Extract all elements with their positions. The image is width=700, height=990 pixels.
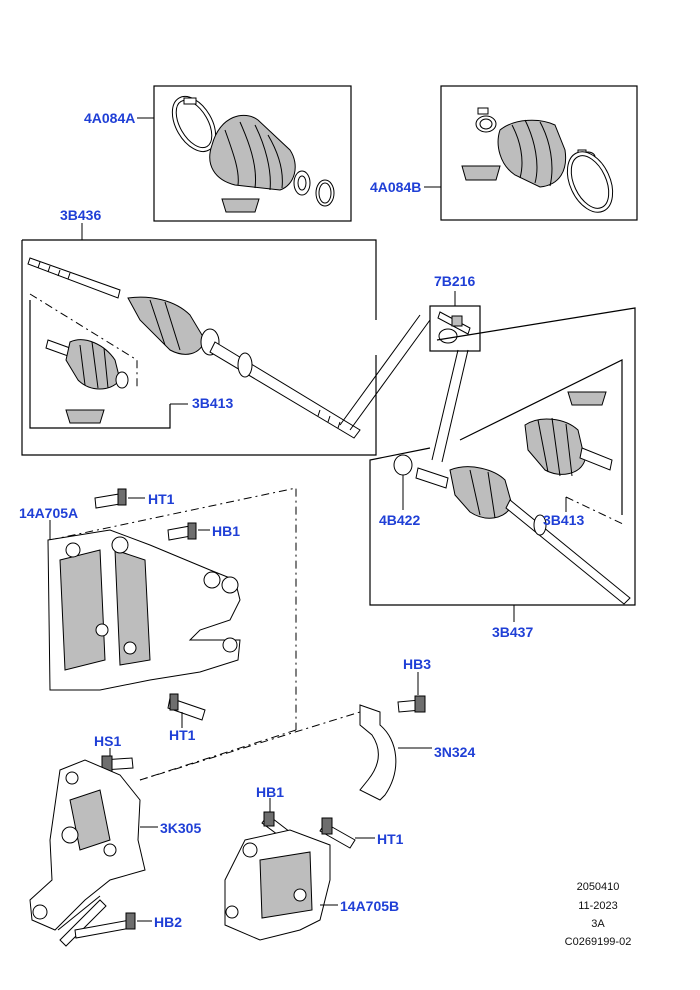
callout-HB1-bottom[interactable]: HB1 <box>256 784 285 800</box>
callout-4B422[interactable]: 4B422 <box>379 512 421 528</box>
nut-kit-7B216[interactable] <box>429 305 481 352</box>
boot-kit-4A084B[interactable] <box>424 85 638 221</box>
boot-kit-4A084A[interactable] <box>137 85 352 222</box>
leaders-7B216 <box>339 291 469 463</box>
ref-revision: 3A <box>591 918 605 930</box>
callout-14A705B[interactable]: 14A705B <box>340 898 400 914</box>
driveshaft-3B437[interactable] <box>369 307 636 622</box>
callout-14A705A[interactable]: 14A705A <box>19 505 79 521</box>
callout-HB3[interactable]: HB3 <box>403 656 432 672</box>
ref-date: 11-2023 <box>578 900 618 912</box>
callout-4A084A[interactable]: 4A084A <box>84 110 136 126</box>
callout-HT1-mid[interactable]: HT1 <box>169 727 196 743</box>
callout-3B436[interactable]: 3B436 <box>60 207 102 223</box>
ref-code: C0269199-02 <box>564 936 632 948</box>
ref-number: 2050410 <box>576 881 620 893</box>
bracket-14A705A[interactable] <box>47 487 297 781</box>
callout-3N324[interactable]: 3N324 <box>434 744 476 760</box>
callout-HT1-top[interactable]: HT1 <box>148 491 175 507</box>
bracket-14A705B[interactable] <box>224 798 375 941</box>
callout-3B413-left[interactable]: 3B413 <box>192 395 234 411</box>
callout-HB2[interactable]: HB2 <box>154 914 183 930</box>
callout-HS1[interactable]: HS1 <box>94 733 122 749</box>
callout-7B216[interactable]: 7B216 <box>434 273 476 289</box>
bracket-3K305[interactable] <box>29 748 158 947</box>
callout-4A084B[interactable]: 4A084B <box>370 179 422 195</box>
strap-3N324[interactable] <box>139 672 432 801</box>
callout-HT1-bottom[interactable]: HT1 <box>377 831 404 847</box>
callout-3B413-right[interactable]: 3B413 <box>543 512 585 528</box>
callout-3K305[interactable]: 3K305 <box>160 820 202 836</box>
callout-HB1-top[interactable]: HB1 <box>212 523 241 539</box>
driveshaft-3B436[interactable] <box>21 223 377 456</box>
callout-3B437[interactable]: 3B437 <box>492 624 534 640</box>
